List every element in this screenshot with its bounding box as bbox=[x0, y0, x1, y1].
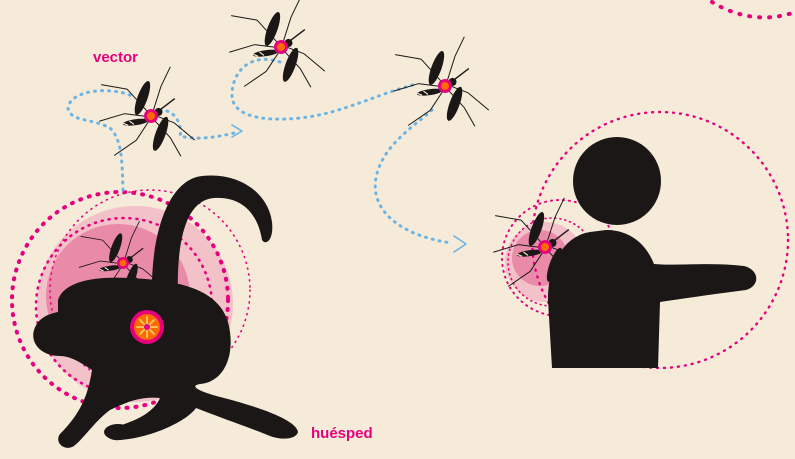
mosquito-icon bbox=[93, 65, 197, 167]
virus-icon bbox=[130, 310, 164, 344]
offscreen-ring-arc bbox=[712, 2, 795, 17]
vector-label: vector bbox=[93, 49, 138, 66]
human-silhouette bbox=[548, 137, 756, 368]
host-label: huésped bbox=[311, 425, 373, 442]
mosquito-icon bbox=[387, 35, 491, 137]
monkey-silhouette bbox=[33, 175, 298, 447]
mosquito-icon bbox=[223, 0, 327, 98]
